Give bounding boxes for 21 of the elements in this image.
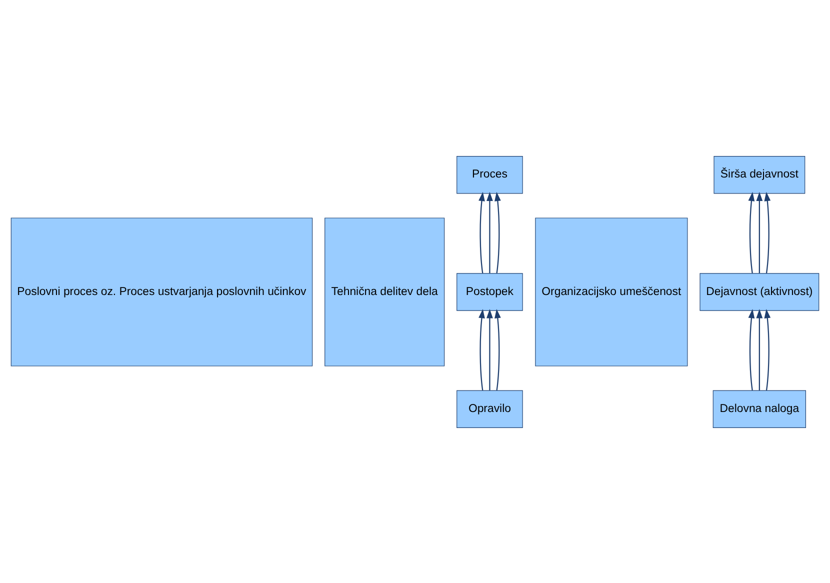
node-box: Organizacijsko umeščenost bbox=[535, 217, 688, 366]
node-box: Proces bbox=[456, 156, 523, 194]
node-box: Širša dejavnost bbox=[714, 156, 806, 194]
arrow bbox=[748, 191, 755, 273]
arrow bbox=[748, 308, 755, 390]
arrow bbox=[756, 191, 763, 273]
arrow bbox=[764, 191, 771, 273]
arrow bbox=[764, 308, 771, 390]
arrow bbox=[756, 308, 763, 390]
arrow bbox=[478, 308, 485, 390]
arrow bbox=[486, 308, 493, 390]
arrow bbox=[494, 308, 501, 390]
node-box: Tehnična delitev dela bbox=[324, 217, 445, 366]
arrow bbox=[494, 191, 501, 273]
arrow bbox=[478, 191, 485, 273]
node-box: Postopek bbox=[456, 272, 523, 310]
node-box: Delovna naloga bbox=[712, 390, 806, 428]
node-box: Poslovni proces oz. Proces ustvarjanja poslovnih učinkov bbox=[10, 217, 313, 366]
node-box: Opravilo bbox=[456, 390, 523, 428]
node-box: Dejavnost (aktivnost) bbox=[700, 272, 820, 310]
arrow bbox=[486, 191, 493, 273]
